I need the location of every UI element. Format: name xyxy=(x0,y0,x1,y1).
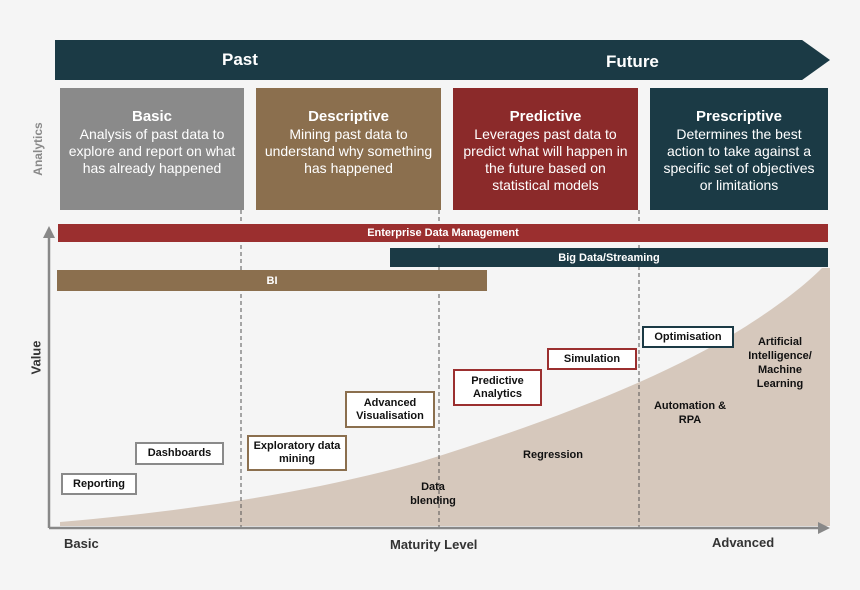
label-data-blending: Data blending xyxy=(410,481,456,507)
stage-predictive-text: Leverages past data to predict what will… xyxy=(463,126,628,193)
box-exploratory-data-mining: Exploratory data mining xyxy=(247,435,347,471)
stage-predictive: Predictive Leverages past data to predic… xyxy=(453,88,638,210)
box-predictive-analytics: Predictive Analytics xyxy=(453,369,542,406)
stage-predictive-title: Predictive xyxy=(509,108,582,125)
box-optimisation: Optimisation xyxy=(642,326,734,348)
x-axis-basic-label: Basic xyxy=(64,536,99,551)
stage-descriptive-text: Mining past data to understand why somet… xyxy=(264,126,433,176)
stage-descriptive-title: Descriptive xyxy=(308,108,389,125)
box-advanced-visualisation: Advanced Visualisation xyxy=(345,391,435,428)
label-regression: Regression xyxy=(523,449,583,461)
stage-prescriptive: Prescriptive Determines the best action … xyxy=(650,88,828,210)
box-dashboards: Dashboards xyxy=(135,442,224,465)
label-automation-rpa: Automation & RPA xyxy=(653,400,727,426)
bar-bi: BI xyxy=(57,270,487,291)
bar-enterprise-data-management: Enterprise Data Management xyxy=(58,224,828,242)
value-growth-area xyxy=(60,268,830,526)
timeline-banner xyxy=(55,40,830,80)
box-simulation: Simulation xyxy=(547,348,637,370)
stage-basic-text: Analysis of past data to explore and rep… xyxy=(68,126,236,176)
banner-future-label: Future xyxy=(606,52,659,71)
stage-basic-title: Basic xyxy=(131,108,173,125)
stage-prescriptive-text: Determines the best action to take again… xyxy=(663,126,815,193)
banner-past-label: Past xyxy=(222,50,258,69)
stage-descriptive: Descriptive Mining past data to understa… xyxy=(256,88,441,210)
stage-basic: Basic Analysis of past data to explore a… xyxy=(60,88,244,210)
y-axis-arrowhead xyxy=(43,226,55,238)
bar-big-data-streaming: Big Data/Streaming xyxy=(390,248,828,267)
stage-prescriptive-title: Prescriptive xyxy=(696,108,782,125)
x-axis-arrowhead xyxy=(818,522,830,534)
x-axis-advanced-label: Advanced xyxy=(712,535,775,550)
box-reporting: Reporting xyxy=(61,473,137,495)
value-axis-label: Value xyxy=(28,340,44,375)
x-axis-maturity-label: Maturity Level xyxy=(390,537,478,552)
label-ai-ml: Artificial Intelligence/ Machine Learnin… xyxy=(748,336,812,390)
